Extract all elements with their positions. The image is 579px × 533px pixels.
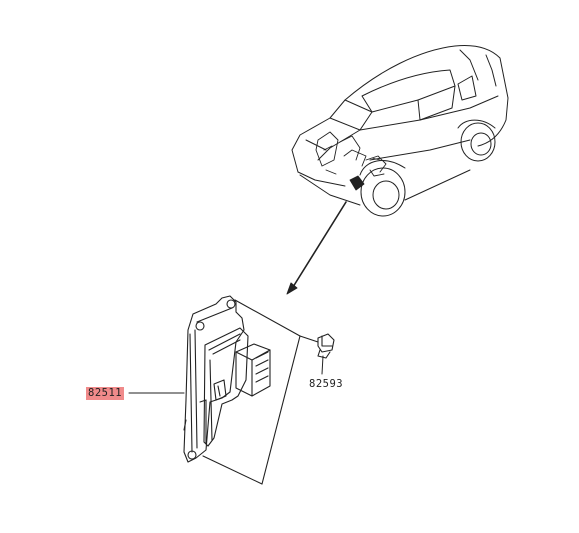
assembly-outline bbox=[202, 299, 301, 485]
control-module-82511 bbox=[183, 295, 301, 485]
part-label-82593[interactable]: 82593 bbox=[309, 378, 344, 390]
clip-82593 bbox=[299, 333, 335, 375]
location-arrow bbox=[286, 201, 347, 295]
part-label-82511[interactable]: 82511 bbox=[86, 387, 125, 400]
vehicle-illustration bbox=[291, 45, 509, 217]
